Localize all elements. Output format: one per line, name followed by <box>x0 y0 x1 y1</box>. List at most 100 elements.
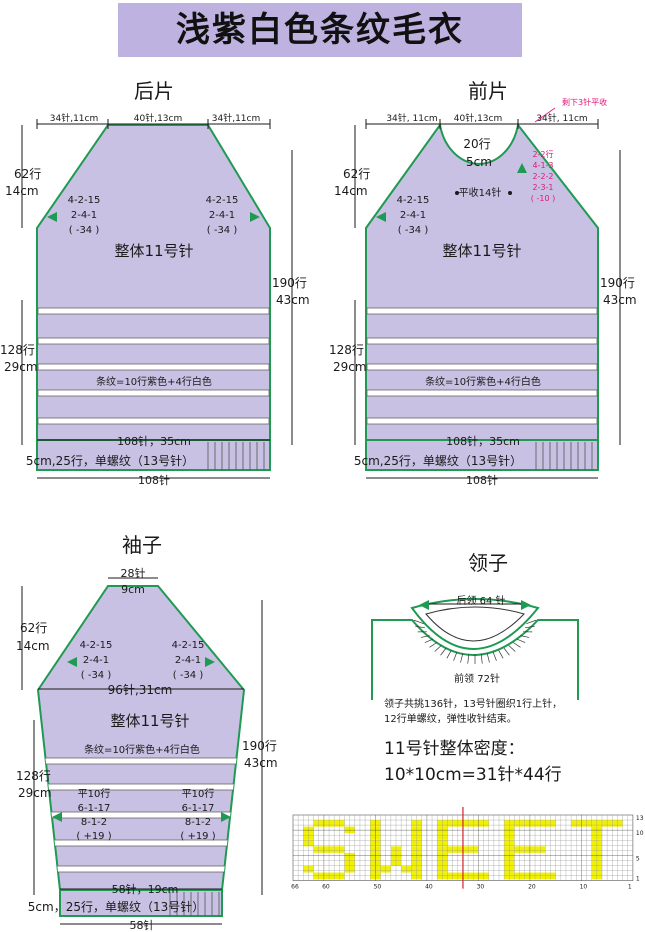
front-bind-off-note: 剩下3针平收 <box>562 97 607 107</box>
front-rib-note: 5cm,25行，单螺纹（13号针） <box>354 453 522 468</box>
dec-arrow-left <box>67 657 77 667</box>
sleeve-dec-left: ( -34 ) <box>81 670 112 681</box>
back-white-stripe <box>37 337 270 345</box>
sleeve-dec-right: ( -34 ) <box>173 670 204 681</box>
collar-note-line1: 领子共挑136针，13号针圈织1行上针， <box>384 697 562 710</box>
back-dec-right: 4-2-15 <box>206 195 239 206</box>
front-top-left-label: 34针, 11cm <box>386 112 437 124</box>
sleeve-body-cm: 29cm <box>18 786 52 800</box>
front-heading: 前片 <box>468 79 508 103</box>
front-top-mid-label: 40针,13cm <box>454 112 502 124</box>
sleeve-rib-note: 5cm，25行，单螺纹（13号针） <box>28 899 204 914</box>
back-dec-right: ( -34 ) <box>207 225 238 236</box>
bullet-dot <box>508 191 512 195</box>
back-white-stripe <box>37 363 270 371</box>
dec-arrow-left <box>47 212 57 222</box>
chart-x-tick: 30 <box>477 884 485 891</box>
sleeve-cuff-band <box>59 889 223 917</box>
front-dec-left: 2-4-1 <box>400 210 426 221</box>
front-body-rows: 128行 <box>329 343 364 357</box>
back-body-rows: 128行 <box>0 343 35 357</box>
inc-arrow-left <box>52 812 62 822</box>
collar-rib-line <box>508 645 516 652</box>
back-total-cm: 43cm <box>276 293 310 307</box>
sleeve-total-rows: 190行 <box>242 739 277 753</box>
front-dec-left: ( -34 ) <box>398 225 429 236</box>
collar-rib-line <box>424 638 434 643</box>
back-top-mid-label: 40针,13cm <box>134 112 182 124</box>
sleeve-inc-right: ( +19 ) <box>180 831 215 842</box>
back-dec-left: 4-2-15 <box>68 195 101 206</box>
back-total-rows: 190行 <box>272 276 307 290</box>
chart-x-tick: 66 <box>291 884 299 891</box>
collar-rib-line <box>460 653 464 663</box>
back-white-stripe <box>37 417 270 425</box>
dec-arrow-left <box>376 212 386 222</box>
chart-x-tick: 60 <box>322 884 330 891</box>
inc-arrow-right <box>221 812 231 822</box>
front-neck-cm: 5cm <box>466 155 492 169</box>
front-neck-dec: 2-2行 <box>532 149 553 159</box>
gauge-line2: 10*10cm=31针*44行 <box>384 765 562 785</box>
sleeve-cap-cm: 14cm <box>16 639 50 653</box>
back-heading: 后片 <box>134 79 174 103</box>
back-top-left-label: 34针,11cm <box>50 112 98 124</box>
back-shoulder-rows: 62行 <box>14 167 41 181</box>
chart-x-tick: 1 <box>628 884 632 891</box>
back-top-right-label: 34针,11cm <box>212 112 260 124</box>
back-dec-left: 2-4-1 <box>71 210 97 221</box>
back-body-cm: 29cm <box>4 360 38 374</box>
front-white-stripe <box>366 363 598 371</box>
collar-rib-line <box>440 647 447 656</box>
front-shoulder-rows: 62行 <box>343 167 370 181</box>
chart-x-tick: 40 <box>425 884 433 891</box>
chart-y-tick: 5 <box>636 855 640 862</box>
collar-rib-line <box>420 635 430 638</box>
sleeve-dec-right: 4-2-15 <box>172 640 205 651</box>
back-dec-left: ( -34 ) <box>69 225 100 236</box>
collar-arrow-right <box>521 600 531 610</box>
collar-rib-line <box>492 651 497 661</box>
sleeve-dec-left: 4-2-15 <box>80 640 113 651</box>
back-white-stripe <box>37 389 270 397</box>
front-neck-dec: 2-2-2 <box>532 172 553 181</box>
collar-rib-line <box>503 647 510 656</box>
back-hem-width: 108针，35cm <box>117 434 191 448</box>
collar-back-label: 后领 64 针 <box>456 594 505 607</box>
collar-rib-line <box>520 635 530 638</box>
sleeve-bottom-label: 58针 <box>130 918 155 932</box>
back-stripe-note: 条纹=10行紫色+4行白色 <box>96 375 212 388</box>
collar-front-label: 前领 72针 <box>454 672 500 685</box>
collar-rib-line <box>434 645 442 652</box>
sleeve-white-stripe <box>38 783 244 791</box>
neck-dec-arrow <box>517 163 527 173</box>
front-bottom-label: 108针 <box>466 473 498 487</box>
sleeve-white-stripe <box>38 839 244 847</box>
front-total-rows: 190行 <box>600 276 635 290</box>
front-white-stripe <box>366 417 598 425</box>
chart-x-tick: 50 <box>374 884 382 891</box>
page-title: 浅紫白色条纹毛衣 <box>176 10 464 50</box>
back-shoulder-cm: 14cm <box>5 184 39 198</box>
collar-rib-line <box>524 625 535 629</box>
bind-off-arrow <box>534 107 556 123</box>
collar-rib-line <box>413 619 424 624</box>
collar-note-line2: 12行单螺纹，弹性收针结束。 <box>384 712 517 725</box>
sleeve-inc-right: 6-1-17 <box>182 803 215 814</box>
sleeve-inc-right: 8-1-2 <box>185 817 211 828</box>
back-needle-label: 整体11号针 <box>114 242 193 260</box>
front-white-stripe <box>366 337 598 345</box>
sleeve-top-sts: 28针 <box>121 566 146 580</box>
chart-y-tick: 13 <box>636 815 644 822</box>
sleeve-heading: 袖子 <box>122 533 162 557</box>
front-neck-center: 平收14针 <box>459 186 502 199</box>
sleeve-needle-label: 整体11号针 <box>110 712 189 730</box>
front-neck-dec: 4-1-3 <box>532 161 553 170</box>
front-body-cm: 29cm <box>333 360 367 374</box>
chart-x-tick: 20 <box>528 884 536 891</box>
sleeve-inc-left: 6-1-17 <box>78 803 111 814</box>
front-neck-dec: 2-3-1 <box>532 183 553 192</box>
sleeve-white-stripe <box>38 757 244 765</box>
